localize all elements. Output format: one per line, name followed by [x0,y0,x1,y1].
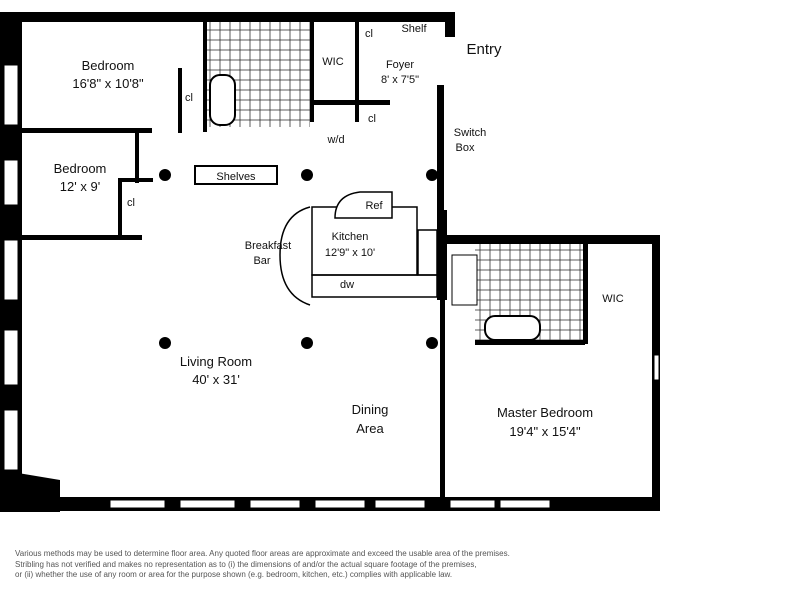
dishwasher-label: dw [340,279,354,291]
wic-label: WIC [322,56,343,68]
closet-label: cl [127,197,135,209]
bedroom2-size: 12' x 9' [60,179,100,194]
windows [3,64,660,509]
box-label: Box [456,142,475,154]
foyer-name: Foyer [386,59,414,71]
disclaimer: Various methods may be used to determine… [15,549,510,581]
bathrooms [207,22,583,341]
entry-label: Entry [466,41,502,58]
closet-label: cl [365,28,373,40]
shelf-label: Shelf [401,23,427,35]
disclaimer-line: Various methods may be used to determine… [15,549,510,558]
bedroom1-name: Bedroom [82,58,135,73]
shower-icon [451,254,478,306]
bar-label: Bar [253,255,270,267]
bedroom1-size: 16'8" x 10'8" [72,76,144,91]
living-room-name: Living Room [180,354,252,369]
master-name: Master Bedroom [497,405,593,420]
breakfast-label: Breakfast [245,240,291,252]
washer-dryer-label: w/d [326,134,344,146]
master-wic-label: WIC [602,293,623,305]
bathtub-icon [484,315,541,341]
closet-label: cl [368,113,376,125]
kitchen-fixtures [194,165,438,306]
foyer-size: 8' x 7'5" [381,74,419,86]
dining-name2: Area [356,421,384,436]
disclaimer-line: Stribling has not verified and makes no … [15,559,477,569]
bedroom2-name: Bedroom [54,161,107,176]
disclaimer-line: or (ii) whether the use of any room or a… [15,570,453,579]
kitchen-name: Kitchen [332,231,369,243]
ref-label: Ref [365,200,383,212]
bathtub-icon [209,74,236,126]
shelves-label: Shelves [216,171,256,183]
master-size: 19'4" x 15'4" [509,424,581,439]
kitchen-size: 12'9" x 10' [325,247,375,259]
dining-name: Dining [352,402,389,417]
closet-label: cl [185,92,193,104]
switch-label: Switch [454,127,486,139]
living-room-size: 40' x 31' [192,372,240,387]
